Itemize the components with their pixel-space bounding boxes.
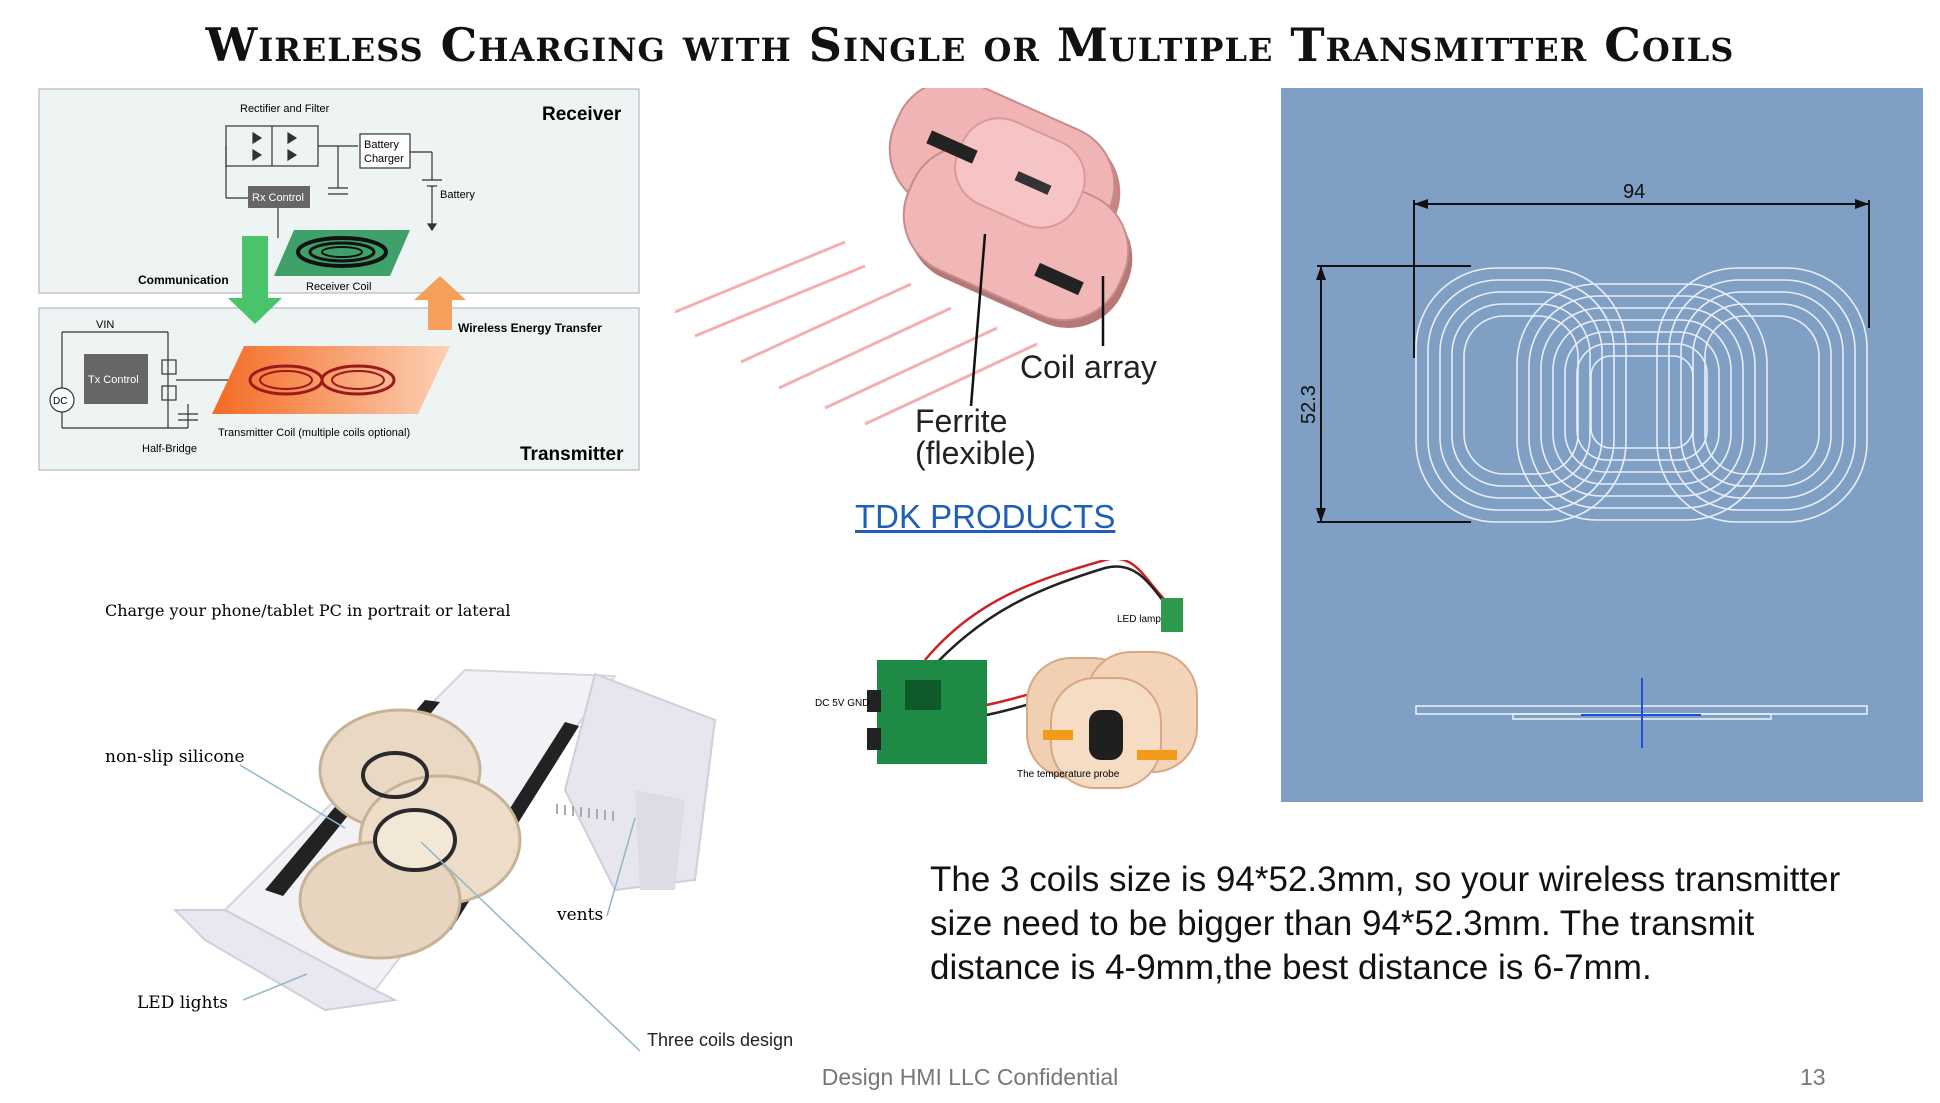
height-dimension: 52.3 bbox=[1298, 385, 1320, 424]
receiver-label: Receiver bbox=[542, 104, 622, 125]
page-number: 13 bbox=[1800, 1064, 1826, 1090]
led-lamp-board bbox=[1161, 598, 1183, 632]
temperature-probe-label: The temperature probe bbox=[1017, 769, 1120, 780]
tdk-products-link[interactable]: TDK PRODUCTS bbox=[855, 498, 1116, 535]
tx-control-label: Tx Control bbox=[88, 374, 139, 386]
slide-title: Wireless Charging with Single or Multipl… bbox=[205, 18, 1735, 72]
width-dimension: 94 bbox=[1623, 181, 1645, 203]
dc-gnd-label: DC 5V GND bbox=[815, 698, 869, 709]
vents-label: vents bbox=[556, 905, 603, 925]
footer-confidential: Design HMI LLC Confidential bbox=[821, 1064, 1119, 1090]
wireless-charging-block-diagram: Receiver Rectifier and Filter Battery Ch… bbox=[38, 88, 640, 471]
charging-stand-photo: Charge your phone/tablet PC in portrait … bbox=[105, 601, 793, 1052]
communication-arrow-icon bbox=[228, 236, 282, 324]
transmitter-coil-label: Transmitter Coil (multiple coils optiona… bbox=[218, 427, 410, 439]
vin-label: VIN bbox=[96, 319, 114, 331]
rectifier-label: Rectifier and Filter bbox=[240, 103, 330, 115]
pcb-board bbox=[877, 660, 987, 764]
battery-charger-label-2: Charger bbox=[364, 153, 404, 165]
coil-array-label: Coil array bbox=[1020, 349, 1157, 385]
three-coils-label: Three coils design bbox=[647, 1030, 793, 1050]
battery-charger-label-1: Battery bbox=[364, 139, 399, 151]
non-slip-silicone-label: non-slip silicone bbox=[105, 747, 245, 767]
half-bridge-label: Half-Bridge bbox=[142, 443, 197, 455]
transmitter-label: Transmitter bbox=[520, 444, 624, 465]
ferrite-label-2: (flexible) bbox=[915, 435, 1036, 471]
energy-transfer-arrow-icon bbox=[414, 276, 466, 330]
ferrite-label-1: Ferrite bbox=[915, 403, 1007, 439]
receiver-coil-label: Receiver Coil bbox=[306, 281, 371, 293]
wireless-energy-label: Wireless Energy Transfer bbox=[458, 321, 602, 335]
led-lights-label: LED lights bbox=[137, 993, 228, 1013]
stand-headline: Charge your phone/tablet PC in portrait … bbox=[105, 601, 511, 620]
battery-symbol bbox=[410, 151, 442, 232]
coil-array-illustration: Coil array Ferrite (flexible) bbox=[675, 88, 1157, 471]
battery-label: Battery bbox=[440, 189, 475, 201]
rx-control-label: Rx Control bbox=[252, 192, 304, 204]
rectifier-bridge bbox=[225, 125, 358, 199]
coil-dimension-drawing: 94 52.3 bbox=[1281, 88, 1923, 802]
communication-label: Communication bbox=[138, 273, 229, 287]
led-lamp-label: LED lamp bbox=[1117, 614, 1161, 625]
coil-size-description: The 3 coils size is 94*52.3mm, so your w… bbox=[930, 860, 1841, 987]
transmitter-pcb-photo: LED lamp DC 5V GND The temperature probe bbox=[815, 560, 1198, 789]
dc-source-label: DC bbox=[53, 396, 67, 407]
